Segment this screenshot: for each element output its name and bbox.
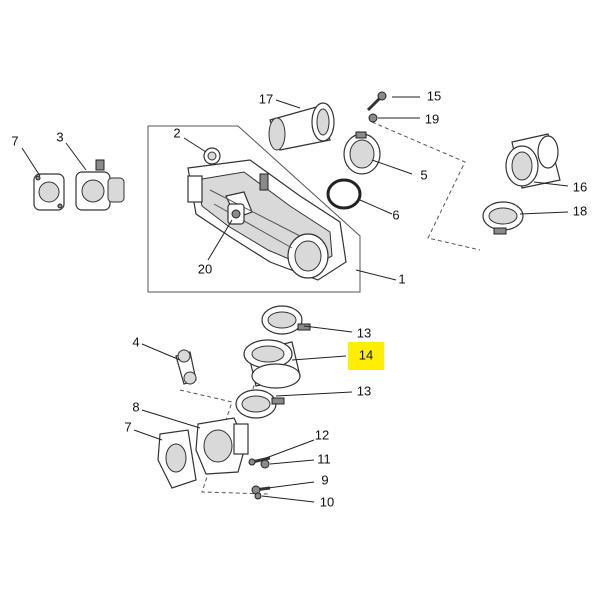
part-7-gasket-lower <box>157 429 197 489</box>
part-9-screw <box>251 485 271 495</box>
callout-9: 9 <box>321 472 328 487</box>
callout-7-lower: 7 <box>124 419 131 434</box>
callout-10: 10 <box>320 494 334 509</box>
callout-8: 8 <box>132 399 139 414</box>
part-10-washer <box>254 492 262 500</box>
assembly-frame <box>147 125 361 293</box>
part-19-washer <box>368 113 378 123</box>
part-18-clamp <box>482 201 524 235</box>
part-15-bolt <box>366 91 387 112</box>
part-12-screw <box>248 456 271 466</box>
part-8-throttle-lower <box>195 417 249 475</box>
callout-16: 16 <box>573 179 587 194</box>
callout-5: 5 <box>420 167 427 182</box>
part-13-clamp-upper <box>261 305 311 335</box>
callout-7-top: 7 <box>11 133 18 148</box>
callout-17: 17 <box>259 91 273 106</box>
part-6-o-ring <box>326 178 362 210</box>
callout-15: 15 <box>427 88 441 103</box>
callout-14-highlight <box>348 342 384 370</box>
callout-6: 6 <box>392 207 399 222</box>
callout-20: 20 <box>198 261 212 276</box>
part-7-gasket-top <box>33 173 65 211</box>
part-14-coupling-sleeve <box>243 339 301 389</box>
callout-19: 19 <box>425 111 439 126</box>
callout-11: 11 <box>317 451 331 466</box>
part-4-fitting <box>175 349 197 385</box>
callout-12: 12 <box>315 427 329 442</box>
callout-1: 1 <box>398 271 405 286</box>
part-1-throttle-body <box>187 159 347 281</box>
part-17-intake-duct <box>268 102 335 151</box>
part-11-washer <box>260 459 270 469</box>
callout-18: 18 <box>573 203 587 218</box>
callout-labels: 17 15 19 7 3 2 5 16 6 18 20 1 13 4 14 13… <box>11 88 587 509</box>
part-5-clamp <box>343 131 381 175</box>
callout-14: 14 <box>359 347 373 362</box>
callout-4: 4 <box>132 334 139 349</box>
guide-dashed-top <box>371 121 481 251</box>
part-16-hose <box>505 133 561 189</box>
part-20-actuator <box>227 203 245 225</box>
callout-3: 3 <box>56 129 63 144</box>
callout-13-lower: 13 <box>357 383 371 398</box>
leader-lines <box>21 96 569 503</box>
callout-2: 2 <box>173 125 180 140</box>
callout-13-upper: 13 <box>357 325 371 340</box>
part-13-clamp-lower <box>235 389 285 419</box>
part-2-sensor <box>203 147 221 165</box>
part-3-flange <box>75 159 125 211</box>
